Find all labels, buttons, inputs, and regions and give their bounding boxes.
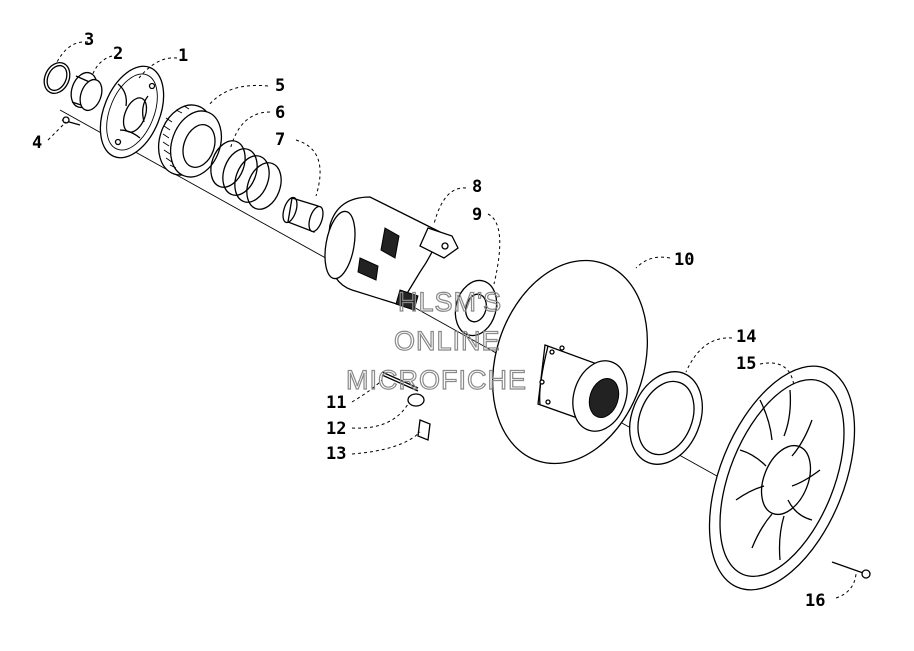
part-11-pin bbox=[381, 371, 419, 392]
leader-9 bbox=[487, 213, 501, 285]
watermark-line1: HLSM'S bbox=[398, 287, 502, 317]
part-10-sheave bbox=[491, 259, 649, 465]
watermark-line2: ONLINE bbox=[394, 326, 501, 356]
callout-12: 12 bbox=[326, 419, 346, 439]
watermark: HLSM'S ONLINE MICROFICHE bbox=[345, 286, 527, 395]
part-3-snap-ring bbox=[43, 61, 71, 95]
leader-14 bbox=[685, 337, 733, 373]
part-1-cam-plate bbox=[99, 65, 165, 159]
callout-2: 2 bbox=[113, 44, 123, 64]
leader-15 bbox=[759, 362, 795, 387]
leader-16 bbox=[835, 573, 857, 599]
callout-8: 8 bbox=[472, 177, 482, 197]
callout-16: 16 bbox=[805, 591, 825, 611]
leader-2 bbox=[91, 55, 113, 77]
part-12-roller bbox=[407, 393, 425, 407]
leader-13 bbox=[351, 431, 421, 455]
leader-10 bbox=[635, 256, 671, 269]
callout-7: 7 bbox=[275, 130, 285, 150]
callout-14: 14 bbox=[736, 327, 756, 347]
part-2-bushing bbox=[70, 71, 103, 112]
callout-9: 9 bbox=[472, 205, 482, 225]
callout-6: 6 bbox=[275, 103, 285, 123]
part-15-fan-cover bbox=[708, 365, 856, 591]
callout-15: 15 bbox=[736, 354, 756, 374]
callout-1: 1 bbox=[178, 46, 188, 66]
callout-10: 10 bbox=[674, 250, 694, 270]
leader-12 bbox=[351, 403, 409, 429]
part-14-gasket bbox=[629, 371, 703, 465]
part-7-sleeve bbox=[282, 196, 324, 233]
leader-3 bbox=[55, 41, 89, 65]
leader-11 bbox=[351, 379, 383, 403]
callout-3: 3 bbox=[84, 30, 94, 50]
callout-4: 4 bbox=[32, 133, 42, 153]
callout-5: 5 bbox=[275, 76, 285, 96]
leader-5 bbox=[207, 84, 269, 107]
leader-7 bbox=[295, 139, 321, 197]
part-13-pin bbox=[417, 419, 431, 441]
part-5-ring bbox=[157, 104, 223, 178]
leader-6 bbox=[229, 111, 271, 151]
callout-11: 11 bbox=[326, 393, 346, 413]
callout-13: 13 bbox=[326, 444, 346, 464]
part-6-spring bbox=[210, 140, 282, 210]
part-8-9-cam-body bbox=[324, 196, 498, 337]
leader-4 bbox=[47, 121, 67, 141]
part-16-bolt bbox=[831, 561, 871, 579]
watermark-line3: MICROFICHE bbox=[346, 365, 527, 395]
leader-8 bbox=[433, 187, 467, 225]
part-4-screw bbox=[61, 116, 81, 126]
leader-1 bbox=[138, 57, 178, 79]
